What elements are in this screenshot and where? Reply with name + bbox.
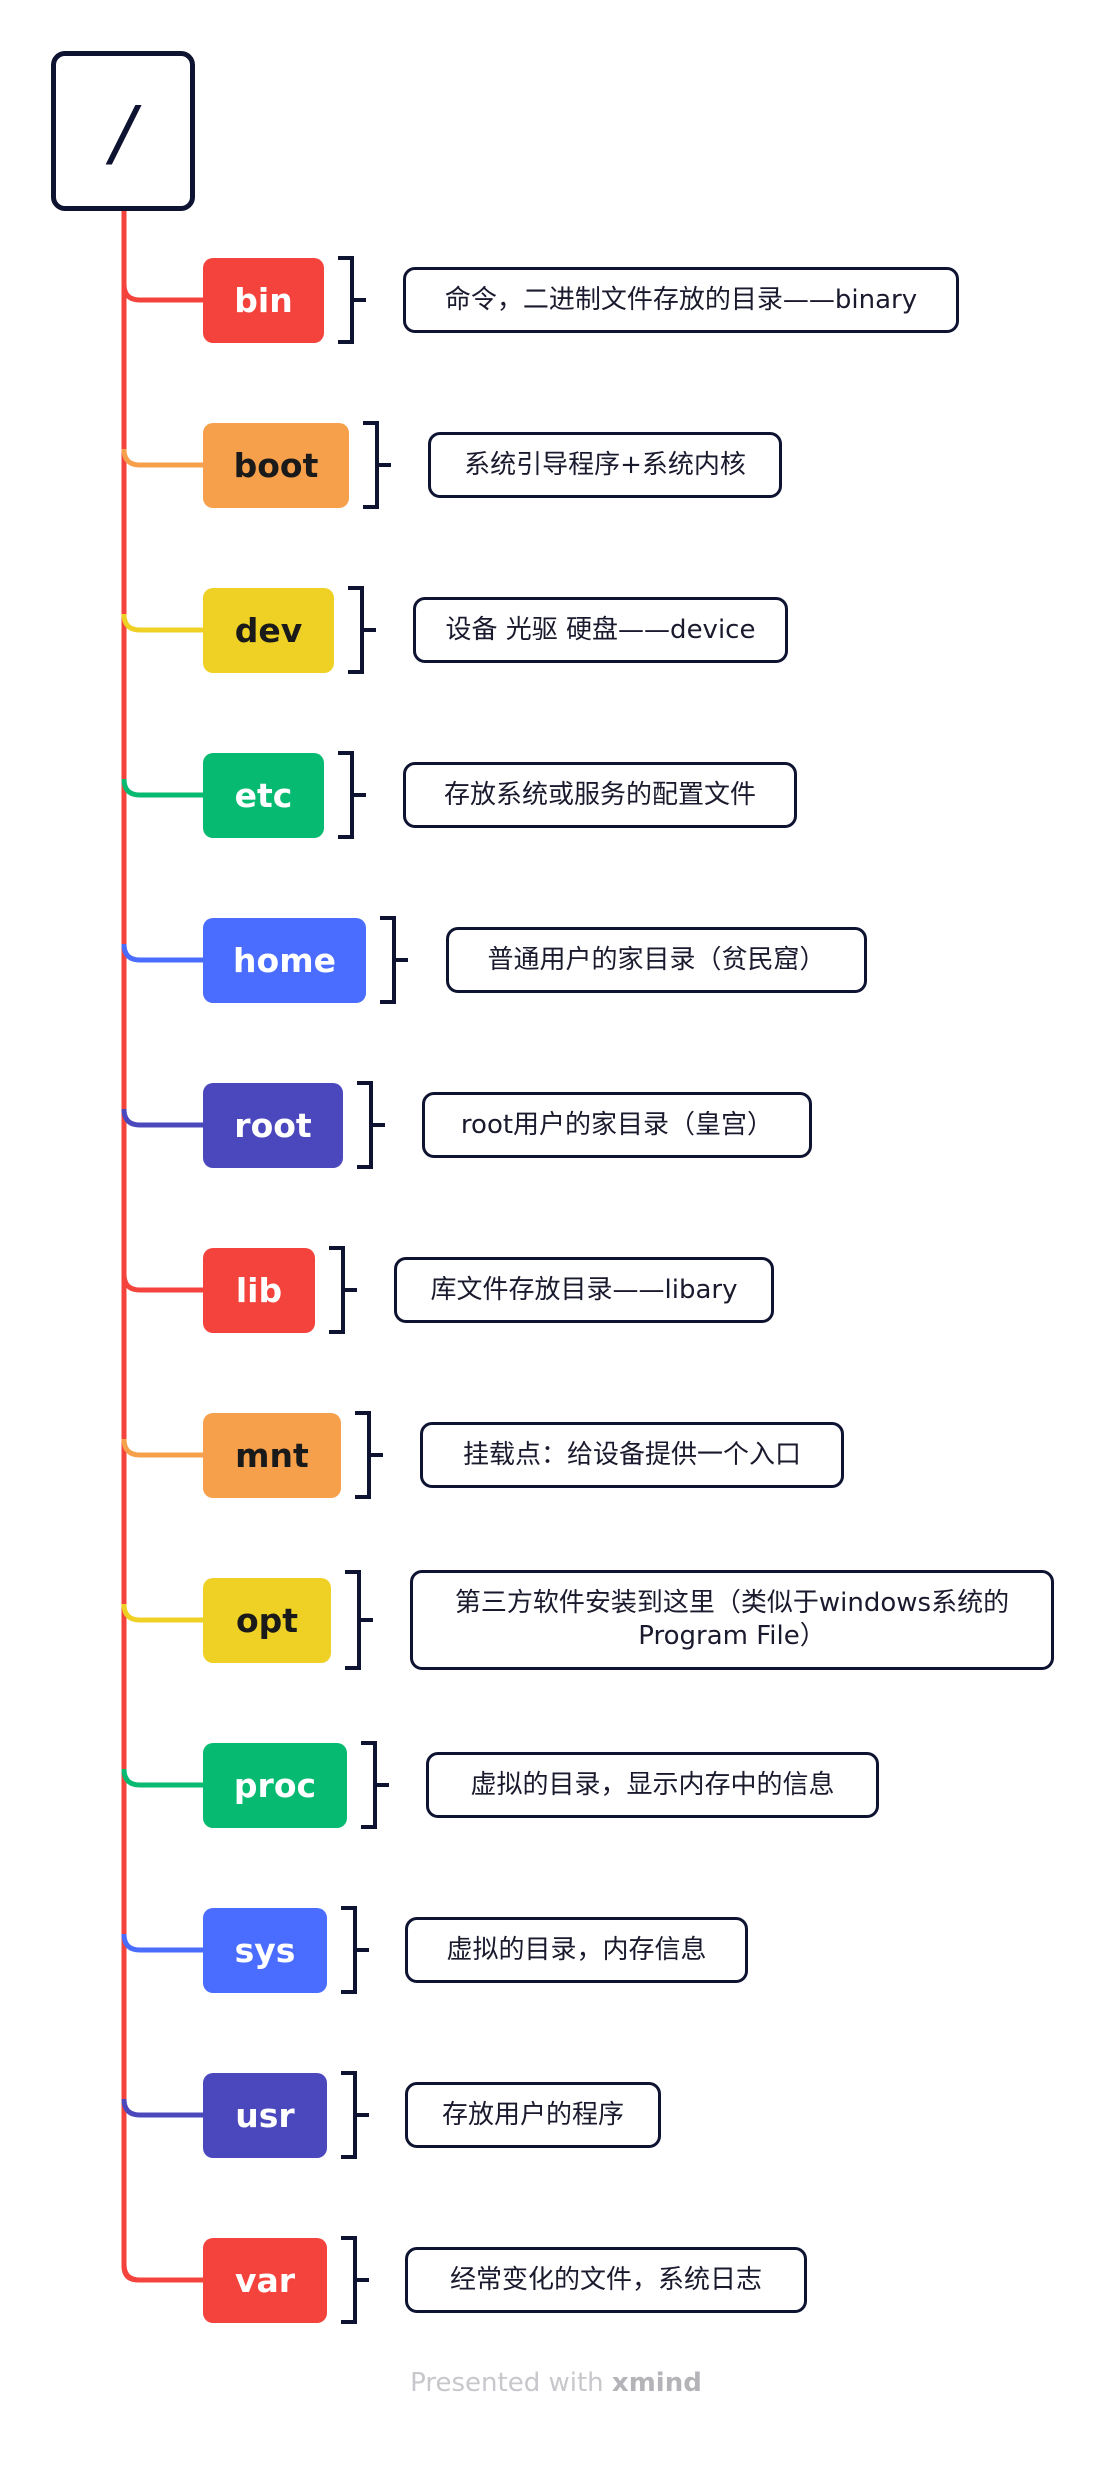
summary-bracket bbox=[329, 1246, 357, 1334]
topic-label: bin bbox=[234, 280, 293, 320]
branch-connector bbox=[121, 778, 203, 798]
branch-connector bbox=[121, 1933, 203, 1953]
summary-text: 挂载点：给设备提供一个入口 bbox=[462, 1439, 801, 1470]
summary-bracket bbox=[341, 1906, 369, 1994]
branch-connector bbox=[121, 1603, 203, 1623]
branch-connector bbox=[121, 943, 203, 963]
trunk-line bbox=[121, 211, 139, 2283]
summary-text: 虚拟的目录，内存信息 bbox=[446, 1934, 707, 1965]
summary-proc[interactable]: 虚拟的目录，显示内存中的信息 bbox=[426, 1752, 879, 1818]
summary-text: 存放用户的程序 bbox=[441, 2099, 624, 2130]
summary-root[interactable]: root用户的家目录（皇宫） bbox=[422, 1092, 812, 1158]
summary-bracket bbox=[341, 2071, 369, 2159]
topic-boot[interactable]: boot bbox=[203, 422, 349, 508]
topic-mnt[interactable]: mnt bbox=[203, 1412, 341, 1498]
summary-etc[interactable]: 存放系统或服务的配置文件 bbox=[403, 762, 797, 828]
summary-opt[interactable]: 第三方软件安装到这里（类似于windows系统的 Program File） bbox=[410, 1570, 1054, 1670]
summary-sys[interactable]: 虚拟的目录，内存信息 bbox=[405, 1917, 748, 1983]
summary-bin[interactable]: 命令，二进制文件存放的目录——binary bbox=[403, 267, 959, 333]
topic-label: lib bbox=[235, 1270, 283, 1310]
branch-connector bbox=[121, 448, 203, 468]
summary-bracket bbox=[341, 2236, 369, 2324]
summary-boot[interactable]: 系统引导程序+系统内核 bbox=[428, 432, 782, 498]
summary-text: 存放系统或服务的配置文件 bbox=[443, 779, 756, 810]
summary-mnt[interactable]: 挂载点：给设备提供一个入口 bbox=[420, 1422, 844, 1488]
summary-bracket bbox=[338, 256, 366, 344]
summary-bracket bbox=[363, 421, 391, 509]
topic-proc[interactable]: proc bbox=[203, 1742, 347, 1828]
summary-bracket bbox=[348, 586, 376, 674]
summary-text: root用户的家目录（皇宫） bbox=[460, 1109, 774, 1140]
summary-dev[interactable]: 设备 光驱 硬盘——device bbox=[413, 597, 788, 663]
branch-connector bbox=[121, 2263, 203, 2283]
summary-bracket bbox=[380, 916, 408, 1004]
summary-lib[interactable]: 库文件存放目录——libary bbox=[394, 1257, 774, 1323]
summary-text: 第三方软件安装到这里（类似于windows系统的 Program File） bbox=[454, 1588, 1010, 1651]
topic-label: boot bbox=[233, 445, 319, 485]
topic-sys[interactable]: sys bbox=[203, 1907, 327, 1993]
summary-text: 普通用户的家目录（贫民窟） bbox=[487, 944, 826, 975]
branch-connector bbox=[121, 1108, 203, 1128]
summary-usr[interactable]: 存放用户的程序 bbox=[405, 2082, 661, 2148]
summary-text: 系统引导程序+系统内核 bbox=[464, 449, 746, 480]
footer-brand: xmind bbox=[611, 2368, 702, 2398]
topic-home[interactable]: home bbox=[203, 917, 366, 1003]
branch-connector bbox=[121, 1273, 203, 1293]
topic-label: opt bbox=[235, 1600, 299, 1640]
footer-prefix: Presented with bbox=[410, 2368, 612, 2398]
topic-label: dev bbox=[234, 610, 303, 650]
topic-etc[interactable]: etc bbox=[203, 752, 324, 838]
summary-text: 经常变化的文件，系统日志 bbox=[449, 2264, 762, 2295]
summary-text: 设备 光驱 硬盘——device bbox=[445, 614, 756, 645]
topic-root[interactable]: root bbox=[203, 1082, 343, 1168]
topic-label: mnt bbox=[235, 1435, 309, 1475]
root-label: / bbox=[110, 91, 136, 175]
branch-connector bbox=[121, 2098, 203, 2118]
topic-label: home bbox=[233, 940, 336, 980]
summary-bracket bbox=[345, 1570, 373, 1670]
summary-bracket bbox=[338, 751, 366, 839]
topic-opt[interactable]: opt bbox=[203, 1577, 331, 1663]
summary-bracket bbox=[361, 1741, 389, 1829]
topic-label: proc bbox=[233, 1765, 317, 1805]
footer-credit: Presented with xmind bbox=[0, 2368, 1112, 2398]
topic-lib[interactable]: lib bbox=[203, 1247, 315, 1333]
branch-connector bbox=[121, 613, 203, 633]
branch-connector bbox=[121, 1438, 203, 1458]
summary-var[interactable]: 经常变化的文件，系统日志 bbox=[405, 2247, 807, 2313]
topic-usr[interactable]: usr bbox=[203, 2072, 327, 2158]
topic-label: var bbox=[234, 2260, 296, 2300]
summary-text: 库文件存放目录——libary bbox=[430, 1274, 738, 1305]
summary-home[interactable]: 普通用户的家目录（贫民窟） bbox=[446, 927, 867, 993]
topic-var[interactable]: var bbox=[203, 2237, 327, 2323]
summary-bracket bbox=[357, 1081, 385, 1169]
branch-connector bbox=[121, 283, 203, 303]
topic-label: sys bbox=[234, 1930, 296, 1970]
topic-bin[interactable]: bin bbox=[203, 257, 324, 343]
topic-label: usr bbox=[235, 2095, 295, 2135]
topic-label: etc bbox=[234, 775, 293, 815]
topic-dev[interactable]: dev bbox=[203, 587, 334, 673]
summary-text: 命令，二进制文件存放的目录——binary bbox=[444, 284, 918, 315]
root-node[interactable]: / bbox=[51, 51, 195, 211]
topic-label: root bbox=[234, 1105, 312, 1145]
summary-text: 虚拟的目录，显示内存中的信息 bbox=[470, 1769, 835, 1800]
branch-connector bbox=[121, 1768, 203, 1788]
summary-bracket bbox=[355, 1411, 383, 1499]
